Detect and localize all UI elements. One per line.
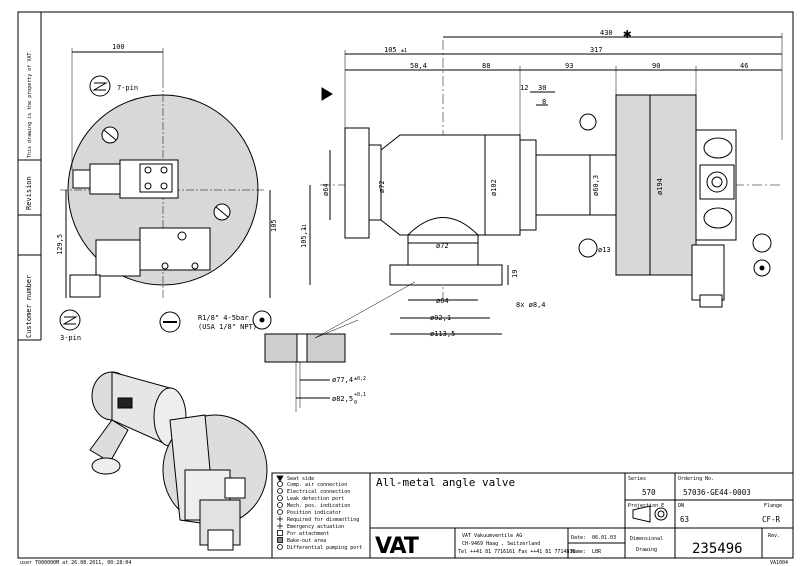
drawing-number: 235496 xyxy=(692,541,743,557)
dim-90: 90 xyxy=(652,62,660,70)
seal-detail xyxy=(264,281,416,412)
legend-item: Leak detection port xyxy=(287,496,344,502)
flange-value: CF-R xyxy=(762,515,781,524)
dim-129-5: 129,5 xyxy=(56,234,64,255)
dim-64-v: ø64 xyxy=(322,183,330,196)
ordering-value: 57036-GE44-0003 xyxy=(683,488,751,497)
rev-label: Rev. xyxy=(768,533,780,539)
dim-105-v: 105 xyxy=(270,219,278,232)
date-label: Date: xyxy=(571,535,586,541)
dim-194: ø194 xyxy=(656,178,664,195)
company-name: VAT Vakuumventile AG xyxy=(462,533,522,539)
name-label: Name: xyxy=(571,549,586,555)
property-note: This drawing is the property of VAT. xyxy=(27,50,33,158)
company-phone: Tel ++41 81 7716161 Fax ++41 81 7714830 xyxy=(458,549,575,555)
end-view xyxy=(59,48,272,333)
legend-item: Bake-out area xyxy=(287,538,326,544)
dim-46: 46 xyxy=(740,62,748,70)
dim-72-v: ø72 xyxy=(378,180,386,193)
dim-105: 105 xyxy=(384,46,397,54)
side-view xyxy=(309,33,783,335)
dim-82-5: ø82,5 xyxy=(332,395,353,403)
dim-82-5-tol-up: +0,1 xyxy=(354,392,366,398)
legend-item: For attachment xyxy=(287,531,329,537)
dim-113-5: ø113,5 xyxy=(430,330,455,338)
dim-72-h: ø72 xyxy=(436,242,449,250)
vat-logo: VAT xyxy=(375,534,419,559)
legend-item: Seat side xyxy=(287,476,314,482)
thread-usa-label: (USA 1/8" NPT) xyxy=(198,323,257,331)
dim-12: 12 xyxy=(520,84,528,92)
dim-92-1: ø92,1 xyxy=(430,314,451,322)
dim-430: 430 xyxy=(600,29,613,37)
footer-note: user T000000M at 26.08.2011, 00:28:04 xyxy=(20,560,131,566)
dim-64-h: ø64 xyxy=(436,297,449,305)
series-label: Series xyxy=(628,476,646,482)
company-address: CH-9469 Haag , Switzerland xyxy=(462,541,540,547)
dim-100: 100 xyxy=(112,43,125,51)
legend-item: Comp. air connection xyxy=(287,482,347,488)
projection-label: Projection E xyxy=(628,503,664,509)
legend-item: Required for dismantling xyxy=(287,517,359,523)
ordering-label: Ordering No. xyxy=(678,476,714,482)
drawing-label: Drawing xyxy=(636,547,657,553)
dim-8: 8 xyxy=(542,98,546,106)
dim-77-4-tol: ±0,2 xyxy=(354,376,366,382)
dn-value: 63 xyxy=(680,515,689,524)
dimensional-label: Dimensional xyxy=(630,536,663,542)
dim-77-4: ø77,4 xyxy=(332,376,353,384)
legend-item: Electrical connection xyxy=(287,489,350,495)
revision-label: Revision xyxy=(25,176,33,210)
bottom-code: VA1004 xyxy=(770,560,788,566)
dim-bolts: 8x ø8,4 xyxy=(516,301,546,309)
date-value: 06.01.03 xyxy=(592,535,616,541)
dim-102: ø102 xyxy=(490,179,498,196)
dim-30: 30 xyxy=(538,84,546,92)
dim-58-4: 58,4 xyxy=(410,62,427,70)
drawing-title: All-metal angle valve xyxy=(376,476,515,489)
dim-82-5-tol-down: 0 xyxy=(354,400,357,406)
dim-19: 19 xyxy=(511,270,519,278)
legend-item: Differential pumping port xyxy=(287,545,362,551)
dim-88: 88 xyxy=(482,62,490,70)
legend-item: Position indicator xyxy=(287,510,341,516)
dim-317: 317 xyxy=(590,46,603,54)
customer-number-label: Customer number xyxy=(25,275,33,338)
dim-105-1: 105,1 xyxy=(300,227,308,248)
thread-label: R1/8" 4-5bar xyxy=(198,314,249,322)
series-value: 570 xyxy=(642,488,656,497)
dim-60-3: ø60,3 xyxy=(592,175,600,196)
dim-105-tol: ±1 xyxy=(401,48,407,54)
star-symbol: ✱ xyxy=(623,26,632,42)
title-block xyxy=(369,472,794,559)
label-7-pin: 7-pin xyxy=(117,84,138,92)
flange-label: Flange xyxy=(764,503,782,509)
label-3-pin: 3-pin xyxy=(60,334,81,342)
legend-item: Emergency actuation xyxy=(287,524,344,530)
isometric-view xyxy=(89,371,268,551)
dim-13: ø13 xyxy=(598,246,611,254)
name-value: LBR xyxy=(592,549,602,555)
dim-105-1-tol: ±1 xyxy=(302,224,308,230)
legend: Seat side Comp. air connection Electrica… xyxy=(271,472,371,559)
legend-item: Mech. pos. indication xyxy=(287,503,350,509)
dim-93: 93 xyxy=(565,62,573,70)
dn-label: DN xyxy=(678,503,684,509)
left-sidebar: This drawing is the property of VAT. Rev… xyxy=(18,12,42,341)
